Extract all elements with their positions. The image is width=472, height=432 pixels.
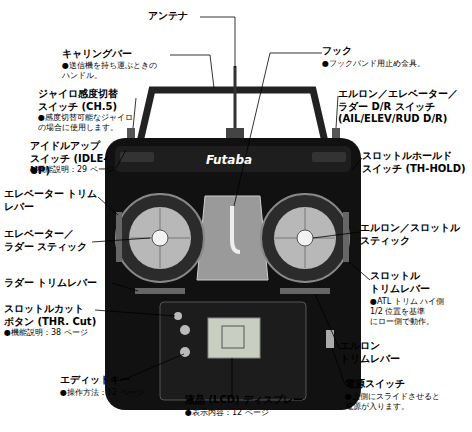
lcd-glyph [222, 326, 244, 348]
part-name: エルロン トリムレバー [340, 340, 440, 365]
lower-panel [160, 302, 306, 400]
gimbal-plate [274, 207, 336, 269]
part-note: ●機能説明：38 ページ [4, 328, 114, 338]
button [180, 347, 190, 357]
hook [232, 206, 240, 252]
switch-plate [120, 152, 154, 162]
part-name: エルロン／スロットル スティック [360, 222, 468, 247]
power-switch [326, 330, 334, 348]
part-name: エレベーター／ ラダー スティック [4, 228, 92, 253]
transmitter-body [105, 138, 361, 410]
button [180, 325, 190, 335]
antenna [234, 66, 237, 138]
part-name: 液晶 (LCD) ディスプレー [185, 394, 335, 407]
part-name: ジャイロ感度切替 スイッチ (CH.5) [38, 88, 136, 113]
part-name: キャリングバー [62, 48, 172, 61]
part-name: エディットキー [60, 374, 150, 387]
part-name: アンテナ [148, 10, 228, 23]
part-name: スロットル トリムレバー [370, 270, 470, 295]
part-name: フック [322, 45, 382, 58]
part-note: ●操作方法：12 ページ [60, 388, 170, 398]
stick [297, 230, 313, 246]
gimbal [116, 194, 204, 282]
top-panel [115, 146, 351, 172]
part-name: ラダー トリムレバー [4, 277, 124, 290]
trim-lever [343, 212, 349, 262]
part-name: エレベーター トリム レバー [4, 188, 104, 213]
carrying-bar [140, 90, 325, 142]
trim-lever [280, 288, 330, 294]
gimbal [261, 194, 349, 282]
switch-plate [312, 152, 346, 162]
part-name: スロットルホールド スイッチ (TH-HOLD) [362, 150, 468, 175]
lcd-screen [208, 318, 260, 358]
stick [152, 230, 168, 246]
brand-logo: Futaba [206, 153, 266, 168]
part-note: ●ATL トリム ハイ側 1/2 位置を基準 にロー側で動作。 [370, 297, 456, 327]
gimbal-plate [129, 207, 191, 269]
button [174, 312, 182, 320]
part-note: ●機能説明：29 ページ [30, 165, 140, 175]
part-note: ●感度切替可能なジャイロ の場合に使用します。 [38, 113, 142, 133]
part-name: 電源スイッチ [345, 378, 465, 391]
leader-lines [92, 17, 370, 396]
part-name: エルロン／エレベーター／ ラダー D/R スイッチ (AIL/ELEV/RUD … [338, 88, 468, 126]
part-note: ●フックバンド用止め金具。 [322, 59, 462, 69]
part-name: スロットルカット ボタン (THR. Cut) [4, 303, 99, 328]
part-note: ●送信機を持ち運ぶときの ハンドル。 [62, 61, 167, 81]
center-panel [197, 196, 268, 280]
trim-lever [116, 212, 122, 262]
part-note: ●表示内容：12 ページ [185, 408, 305, 418]
part-note: ●上側にスライドさせると 電源が入ります。 [345, 392, 445, 412]
trim-lever [135, 288, 185, 294]
